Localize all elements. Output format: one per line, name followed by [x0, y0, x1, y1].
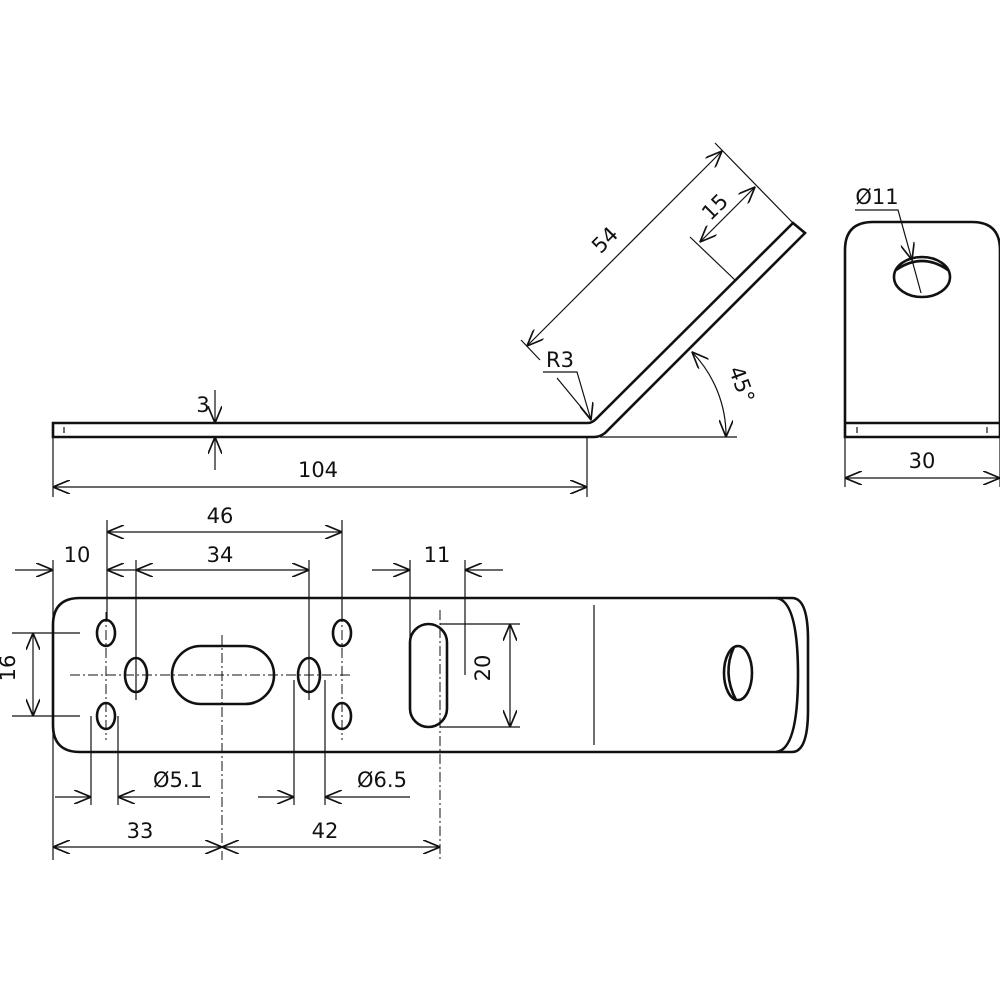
edge-to-hole-label: 10	[64, 543, 91, 567]
thickness-label: 3	[196, 393, 209, 417]
plan-view: 46 10 34 11 16 20 Ø5.1 Ø6.5 33 42	[0, 504, 810, 860]
hole-spacing-inner-label: 34	[207, 543, 234, 567]
hole-pattern-height-label: 16	[0, 655, 20, 682]
bend-angle-label: 45°	[724, 363, 759, 406]
overall-length-label: 104	[298, 458, 338, 482]
hole-spacing-outer-label: 46	[207, 504, 234, 528]
bent-leg-length-label: 54	[587, 222, 623, 258]
edge-to-slot-label: 33	[127, 819, 154, 843]
small-hole-diameter-label: Ø5.1	[153, 768, 203, 792]
side-view: 3 104 54 15 R3 45°	[51, 142, 807, 497]
slot-length-label: 20	[471, 655, 495, 682]
bend-radius-label: R3	[546, 348, 574, 372]
end-view: Ø11 30	[843, 185, 1000, 487]
hole-offset-label: 15	[697, 189, 733, 225]
large-hole-diameter-label: Ø11	[855, 185, 898, 209]
slot-width-label: 11	[424, 543, 451, 567]
slot-to-slot-label: 42	[312, 819, 339, 843]
medium-hole-diameter-label: Ø6.5	[357, 768, 407, 792]
width-label: 30	[909, 449, 936, 473]
